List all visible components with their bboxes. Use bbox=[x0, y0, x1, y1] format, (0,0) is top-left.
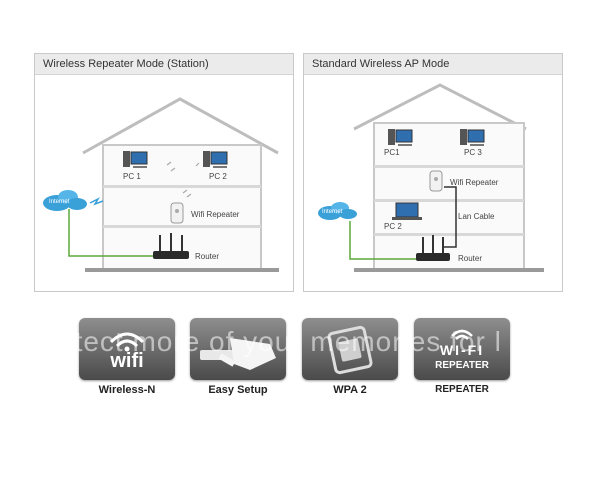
wpa2-caption: WPA 2 bbox=[333, 384, 367, 396]
repeater-label: Wifi Repeater bbox=[191, 210, 240, 219]
pc2-label: PC 2 bbox=[384, 222, 402, 231]
repeater-label: Wifi Repeater bbox=[450, 178, 499, 187]
repeater-tile: WI-FI REPEATER bbox=[414, 318, 510, 380]
pc2-laptop-icon bbox=[392, 202, 422, 220]
wifi-text: wifi bbox=[110, 350, 144, 372]
router-label: Router bbox=[195, 252, 220, 261]
router-icon bbox=[416, 235, 450, 261]
wireless-n-caption: Wireless-N bbox=[98, 384, 156, 396]
internet-cloud-icon bbox=[43, 190, 87, 211]
wifi-icon bbox=[109, 332, 145, 352]
pc3-computer-icon bbox=[460, 129, 485, 146]
internet-label: Internet bbox=[49, 199, 70, 205]
panel-title: Standard Wireless AP Mode bbox=[304, 54, 562, 75]
wpa2-tile bbox=[302, 318, 398, 380]
router-label: Router bbox=[458, 254, 483, 263]
lan-cable-label: Lan Cable bbox=[458, 212, 495, 221]
pc1-label: PC 1 bbox=[123, 172, 141, 181]
wifi-text: WI-FI bbox=[439, 342, 485, 358]
pc2-computer-icon bbox=[203, 151, 228, 168]
pc3-label: PC 3 bbox=[464, 148, 482, 157]
repeater-mode-panel: Wireless Repeater Mode (Station) bbox=[34, 53, 294, 292]
shield-icon bbox=[327, 325, 373, 375]
house-body bbox=[373, 122, 525, 270]
pc1-label: PC1 bbox=[384, 148, 400, 157]
panel-title: Wireless Repeater Mode (Station) bbox=[35, 54, 293, 75]
router-icon bbox=[153, 233, 189, 259]
wifi-repeater-icon bbox=[429, 170, 443, 192]
repeater-diagram bbox=[43, 97, 279, 272]
wifi-repeater-icon bbox=[170, 202, 184, 224]
watermark-text: otect more of your memories for l bbox=[58, 326, 502, 357]
house-roof bbox=[82, 97, 279, 155]
easy-setup-caption: Easy Setup bbox=[208, 384, 268, 396]
internet-cloud-icon bbox=[318, 202, 357, 220]
wifi-repeater-icon bbox=[451, 329, 473, 340]
ap-diagram bbox=[318, 83, 544, 272]
house-roof bbox=[353, 83, 527, 131]
repeater-caption: REPEATER bbox=[435, 384, 489, 395]
pc2-label: PC 2 bbox=[209, 172, 227, 181]
pc1-computer-icon bbox=[123, 151, 148, 168]
hand-icon bbox=[200, 338, 276, 370]
internet-label: Internet bbox=[322, 209, 343, 215]
pc1-computer-icon bbox=[388, 129, 413, 146]
internet-cable bbox=[349, 221, 422, 260]
internet-cable bbox=[68, 209, 157, 257]
easy-setup-tile bbox=[190, 318, 286, 380]
ap-mode-panel: Standard Wireless AP Mode bbox=[303, 53, 563, 292]
repeater-text: REPEATER bbox=[435, 360, 489, 371]
wireless-n-tile: wifi bbox=[79, 318, 175, 380]
lan-cable bbox=[442, 186, 457, 248]
